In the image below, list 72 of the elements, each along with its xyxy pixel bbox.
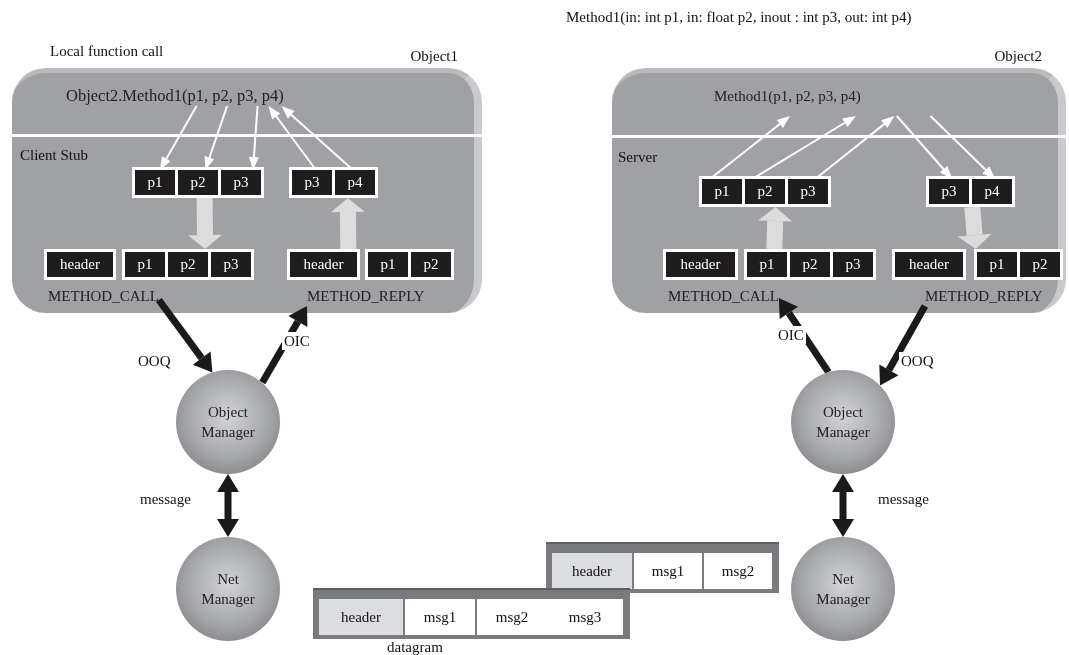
signature-text: Method1(in: int p1, in: float p2, inout : int p3, out: int p4)	[566, 8, 912, 26]
message-field: msg1	[634, 553, 704, 589]
manager-circle: Object Manager	[791, 370, 895, 474]
parameter-frame	[744, 249, 876, 280]
arrow	[259, 306, 308, 385]
parameter-frame	[926, 176, 1015, 207]
parameter-cell: p2	[1020, 252, 1060, 277]
manager-circle: Net Manager	[176, 537, 280, 641]
edge-label: OIC	[282, 332, 312, 350]
arrow	[895, 115, 953, 179]
panel-title: Object1	[410, 48, 458, 65]
parameter-cell: p3	[221, 170, 261, 195]
parameter-cell: p3	[929, 179, 969, 204]
parameter-frame	[132, 167, 264, 198]
parameter-cell: p2	[178, 170, 218, 195]
block-arrow	[330, 198, 365, 250]
parameter-cell: p1	[702, 179, 742, 204]
parameter-frame	[974, 249, 1063, 280]
arrow	[778, 298, 832, 375]
block-arrow	[188, 197, 222, 249]
layer-label: Local function call	[50, 42, 164, 60]
message-field: msg3	[547, 599, 623, 635]
header-field: header	[552, 553, 634, 589]
datagram-bar	[546, 542, 779, 593]
layer-label: Server	[618, 148, 658, 166]
parameter-cell: p1	[747, 252, 787, 277]
parameter-cell: p3	[788, 179, 828, 204]
header-cell: header	[287, 249, 360, 280]
parameter-cell: p2	[745, 179, 785, 204]
manager-circle: Net Manager	[791, 537, 895, 641]
message-field: msg2	[477, 599, 547, 635]
panel-title: Object2	[994, 48, 1042, 65]
layer-label: Client Stub	[20, 146, 88, 164]
parameter-cell: p1	[125, 252, 165, 277]
parameter-frame	[122, 249, 254, 280]
parameter-frame	[289, 167, 378, 198]
parameter-cell: p1	[135, 170, 175, 195]
parameter-cell: p3	[211, 252, 251, 277]
arrow	[832, 474, 854, 537]
message-text: METHOD_CALL	[48, 286, 159, 306]
parameter-frame	[365, 249, 454, 280]
message-text: Object2.Method1(p1, p2, p3, p4)	[66, 86, 284, 106]
message-text: Method1(p1, p2, p3, p4)	[700, 86, 940, 116]
edge-label: OOQ	[899, 352, 936, 370]
parameter-cell: p1	[368, 252, 408, 277]
header-cell: header	[44, 249, 116, 280]
message-text: METHOD_REPLY	[307, 286, 425, 306]
parameter-cell: p2	[790, 252, 830, 277]
block-arrow	[758, 207, 793, 250]
header-cell: header	[663, 249, 738, 280]
arrow	[248, 105, 259, 170]
bar-caption: datagram	[387, 639, 443, 655]
header-cell: header	[892, 249, 966, 280]
arrow	[204, 105, 229, 170]
parameter-cell: p4	[335, 170, 375, 195]
arrow	[159, 105, 198, 170]
parameter-cell: p3	[833, 252, 873, 277]
parameter-cell: p1	[977, 252, 1017, 277]
header-field: header	[319, 599, 405, 635]
parameter-cell: p2	[168, 252, 208, 277]
manager-circle: Object Manager	[176, 370, 280, 474]
parameter-cell: p2	[411, 252, 451, 277]
message-field: msg2	[704, 553, 772, 589]
arrow	[929, 115, 996, 179]
parameter-cell: p3	[292, 170, 332, 195]
message-text: METHOD_REPLY	[925, 286, 1043, 306]
message-field: msg1	[405, 599, 477, 635]
parameter-frame	[699, 176, 831, 207]
arrow	[217, 474, 239, 537]
parameter-cell: p4	[972, 179, 1012, 204]
message-text: METHOD_CALL	[668, 286, 779, 306]
edge-label: OIC	[776, 326, 806, 344]
